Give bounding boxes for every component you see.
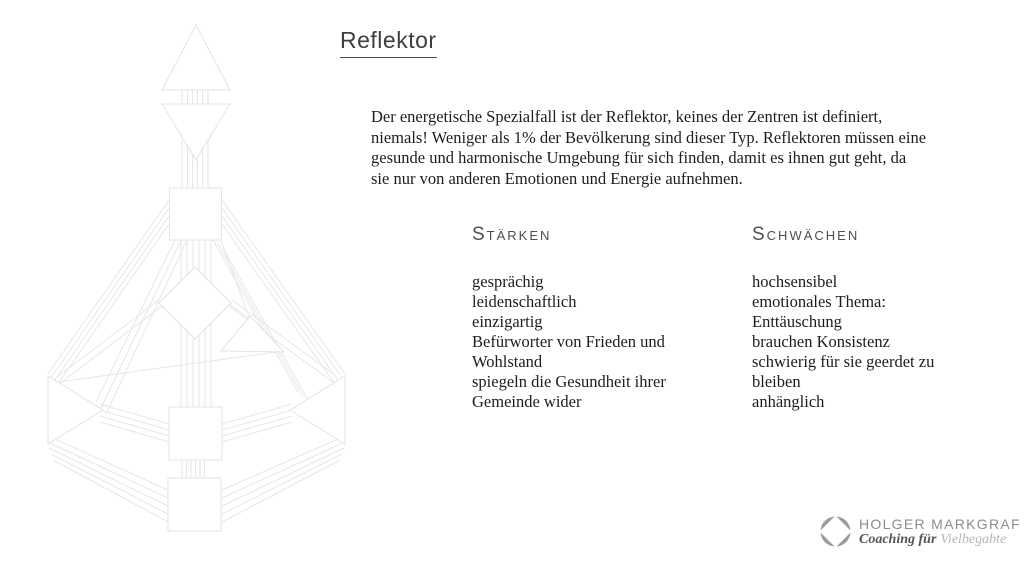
weakness-item: anhänglich [752, 392, 825, 411]
strengths-heading: Stärken [472, 224, 552, 245]
strength-item: einzigartig [472, 312, 543, 331]
logo-wordmark: HOLGER MARKGRAF [859, 515, 1021, 532]
sacral-center [168, 406, 223, 461]
bodygraph-centers [47, 23, 346, 532]
strength-item: leidenschaftlich [472, 292, 577, 311]
strength-item: Befürworter von Frieden und Wohlstand [472, 332, 665, 371]
intro-line: Der energetische Spezialfall ist der Ref… [371, 107, 883, 126]
intro-paragraph: Der energetische Spezialfall ist der Ref… [371, 107, 926, 189]
throat-center [169, 187, 222, 241]
weakness-item: hochsensibel [752, 272, 838, 291]
weaknesses-heading: Schwächen [752, 224, 860, 245]
logo-tagline-prefix: Coaching für [859, 531, 937, 547]
strength-item: spiegeln die Gesundheit ihrer Gemeinde w… [472, 372, 666, 411]
weakness-item: schwierig für sie geerdet zu bleiben [752, 352, 935, 391]
ajna-center [161, 103, 231, 161]
g-center [158, 266, 232, 340]
heart-center [219, 315, 286, 353]
diamond-circle-logo-icon [819, 515, 852, 548]
solar-plexus-center [289, 375, 346, 445]
intro-line: niemals! Weniger als 1% der Bevölkerung … [371, 127, 927, 147]
page-title: Reflektor [340, 27, 437, 58]
intro-line: sie nur von anderen Emotionen und Energi… [371, 168, 743, 188]
root-center [167, 477, 222, 532]
head-center [161, 23, 231, 91]
strength-item: gesprächig [472, 272, 544, 291]
intro-line: gesunde und harmonische Umgebung für sic… [371, 148, 907, 168]
weakness-item: emotionales Thema: Enttäuschung [752, 292, 886, 331]
weakness-item: brauchen Konsistenz [752, 332, 890, 351]
spleen-center [47, 375, 104, 445]
logo-tagline-emphasis: Vielbegabte [940, 531, 1007, 547]
human-design-bodygraph [47, 23, 346, 532]
